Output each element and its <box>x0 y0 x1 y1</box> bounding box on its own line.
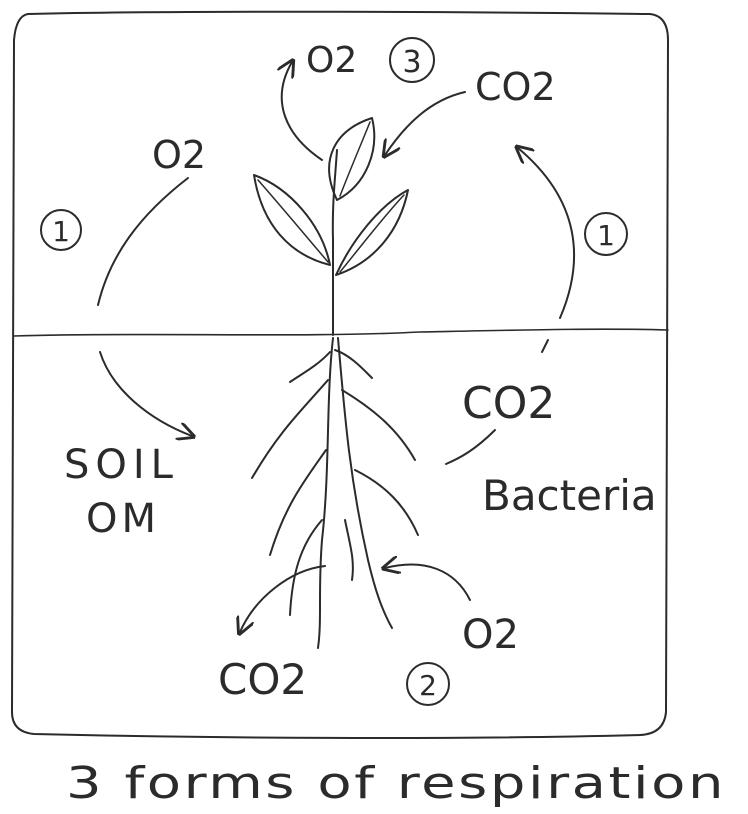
label-o2-left: O2 <box>152 133 206 177</box>
label-num-3: 3 <box>402 45 421 80</box>
label-om: OM <box>86 496 160 542</box>
label-num-1-left: 1 <box>52 215 70 248</box>
plant-roots <box>252 338 418 648</box>
label-num-1-right: 1 <box>597 219 615 252</box>
diagram-title: 3 forms of respiration <box>66 758 726 809</box>
label-num-2: 2 <box>419 669 437 702</box>
plant-shoot <box>254 118 408 335</box>
label-co2-root: CO2 <box>218 655 307 704</box>
label-bacteria: Bacteria <box>482 471 657 520</box>
label-soil: SOIL <box>64 442 179 488</box>
label-co2-bacteria: CO2 <box>462 378 555 429</box>
label-o2-leaf: O2 <box>306 40 357 81</box>
arrow-soil-o2-in <box>98 178 192 436</box>
arrow-root-o2-in <box>385 565 470 600</box>
arrow-root-co2-out <box>240 566 325 632</box>
soil-surface-line <box>14 329 668 336</box>
arrow-leaf-co2-in <box>385 92 465 155</box>
label-co2-leaf: CO2 <box>475 65 556 109</box>
label-o2-root: O2 <box>462 612 519 658</box>
